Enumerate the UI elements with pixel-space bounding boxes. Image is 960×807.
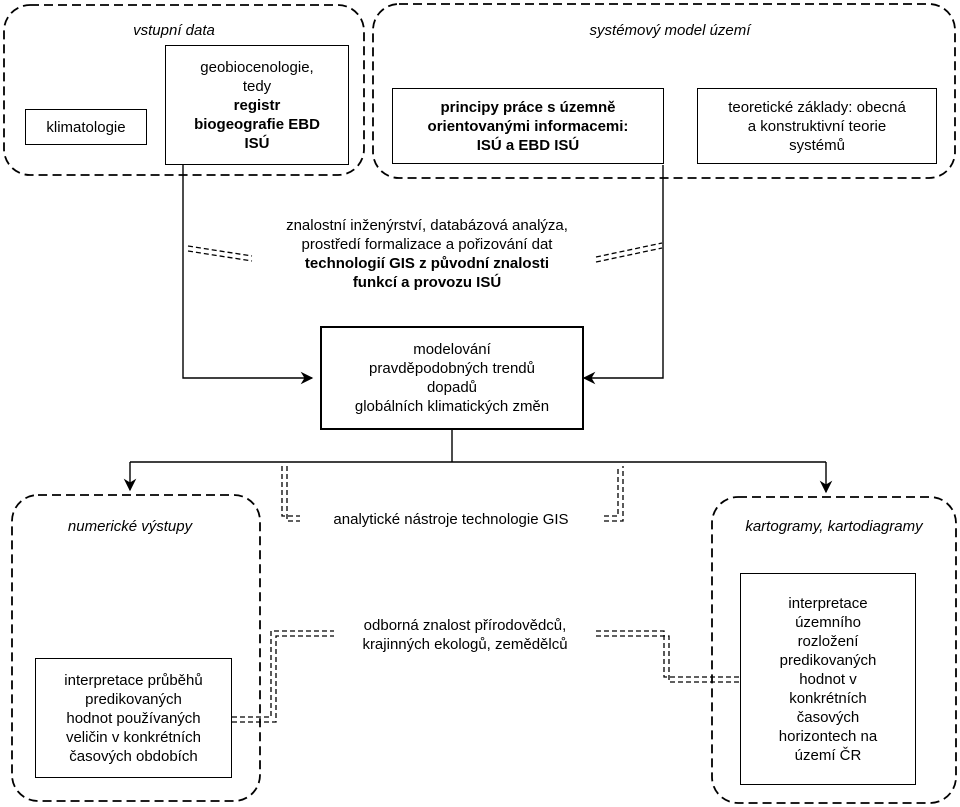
modeling-line-3: dopadů <box>426 379 478 396</box>
expert-connector-right <box>596 630 740 683</box>
interp-left-line-5: časových obdobích <box>69 747 198 765</box>
principles-box: principy práce s územně orientovanými in… <box>392 88 664 164</box>
knowledge-connector-right <box>595 242 663 263</box>
numeric-group-title: numerické výstupy <box>67 518 193 535</box>
tools-bracket <box>281 466 624 522</box>
knowledge-line-2: prostředí formalizace a pořizování dat <box>301 236 553 253</box>
knowledge-line-1: znalostní inženýrství, databázová analýz… <box>286 217 568 234</box>
interp-right-line-5: hodnot v <box>799 670 857 688</box>
arrow-system-to-model <box>582 165 664 385</box>
interp-right-line-9: území ČR <box>794 746 862 764</box>
theory-line-1: teoretické základy: obecná <box>728 98 906 116</box>
interp-left-line-1: interpretace průběhů <box>64 671 203 689</box>
knowledge-line-4: funkcí a provozu ISÚ <box>352 274 502 291</box>
theory-box: teoretické základy: obecná a konstruktiv… <box>697 88 937 164</box>
interp-right-line-4: predikovaných <box>779 651 877 669</box>
modeling-line-1: modelování <box>413 341 491 358</box>
expert-line-1: odborná znalost přírodovědců, <box>363 617 567 634</box>
geobiocenology-box: geobiocenologie, tedy registr biogeograf… <box>165 45 349 165</box>
expert-line-2: krajinných ekologů, zemědělců <box>362 636 568 653</box>
input-group-frame <box>3 4 365 176</box>
interp-right-line-3: rozložení <box>797 632 859 650</box>
interp-left-line-3: hodnot používaných <box>66 709 201 727</box>
geobio-line-1: geobiocenologie, <box>200 58 314 76</box>
numeric-group-frame <box>11 494 261 802</box>
expert-label: odborná znalost přírodovědců, krajinných… <box>326 616 604 654</box>
interp-right-line-7: časových <box>796 708 860 726</box>
principles-line-1: principy práce s územně <box>440 98 616 116</box>
interp-left-line-4: veličin v konkrétních <box>65 728 202 746</box>
interpretation-left-box: interpretace průběhů predikovaných hodno… <box>35 658 232 778</box>
modeling-line-4: globálních klimatických změn <box>354 398 550 415</box>
tools-label: analytické nástroje technologie GIS <box>300 510 602 529</box>
interp-right-line-6: konkrétních <box>789 689 867 707</box>
expert-connector-left <box>232 630 334 723</box>
modeling-box: modelování pravděpodobných trendů dopadů… <box>320 326 584 430</box>
interpretation-right-box: interpretace územního rozložení predikov… <box>740 573 916 785</box>
principles-line-2: orientovanými informacemi: <box>427 117 629 135</box>
interp-left-line-2: predikovaných <box>85 690 182 708</box>
arrow-input-to-model <box>182 165 314 385</box>
geobio-line-3: registr <box>233 96 281 114</box>
knowledge-line-3: technologií GIS z původní znalosti <box>304 255 550 272</box>
modeling-line-2: pravděpodobných trendů <box>369 360 535 377</box>
maps-group-frame <box>711 496 957 804</box>
system-group-frame <box>372 3 956 179</box>
climatology-label: klimatologie <box>46 118 126 136</box>
geobio-line-4: biogeografie EBD <box>194 115 320 133</box>
interp-right-line-2: územního <box>795 613 861 631</box>
theory-line-2: a konstruktivní teorie <box>747 117 887 135</box>
principles-line-3: ISÚ a EBD ISÚ <box>476 136 580 154</box>
knowledge-label: znalostní inženýrství, databázová analýz… <box>232 216 622 292</box>
knowledge-connector-left <box>187 245 253 262</box>
maps-group-title: kartogramy, kartodiagramy <box>745 518 923 535</box>
geobio-line-2: tedy <box>242 77 272 95</box>
theory-line-3: systémů <box>789 136 845 154</box>
system-group-title: systémový model území <box>589 22 751 39</box>
input-group-title: vstupní data <box>133 22 215 39</box>
interp-right-line-8: horizontech na <box>778 727 878 745</box>
interp-right-line-1: interpretace <box>788 594 868 612</box>
climatology-box: klimatologie <box>25 109 147 145</box>
geobio-line-5: ISÚ <box>244 134 270 152</box>
